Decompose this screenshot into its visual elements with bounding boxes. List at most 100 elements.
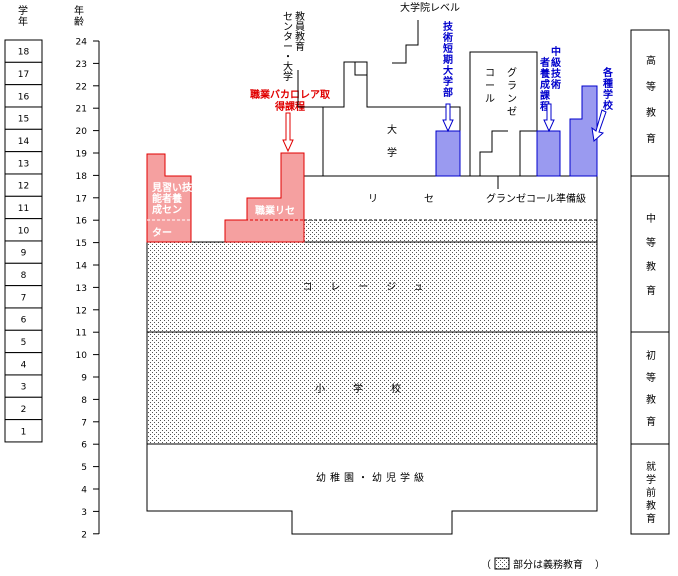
svg-text:等: 等	[646, 80, 656, 93]
grade-number: 9	[21, 249, 27, 259]
vocational-lycee-block	[224, 152, 305, 243]
svg-text:各: 各	[602, 66, 614, 79]
age-number: 7	[81, 418, 87, 428]
svg-text:者: 者	[539, 56, 550, 69]
svg-text:大: 大	[443, 64, 453, 77]
svg-text:教: 教	[646, 499, 656, 512]
grade-number: 8	[21, 271, 27, 281]
age-number: 24	[76, 38, 88, 48]
lycee-label: リセ	[368, 193, 480, 205]
svg-text:教: 教	[646, 393, 656, 406]
svg-text:級: 級	[551, 56, 561, 69]
svg-text:課: 課	[540, 89, 550, 102]
primary-block	[146, 331, 598, 445]
svg-text:短: 短	[443, 42, 453, 55]
grade-number: 12	[18, 182, 29, 192]
grandes-ecoles-inner	[479, 130, 508, 176]
svg-text:員: 員	[295, 21, 305, 33]
tech-short-univ-block	[435, 130, 461, 177]
svg-text:就: 就	[646, 460, 656, 473]
university-inner-step	[354, 62, 367, 76]
grade-number: 3	[21, 383, 27, 393]
teacher-training-label-2: センター・大学	[283, 11, 293, 83]
age-number: 9	[81, 374, 87, 384]
middle-tech-block	[536, 130, 561, 177]
university-label-1: 大	[387, 123, 397, 136]
age-number: 2	[81, 530, 87, 540]
age-number: 16	[76, 217, 88, 227]
stage-column	[630, 29, 670, 535]
svg-text:中: 中	[551, 45, 561, 58]
svg-text:ー: ー	[283, 42, 293, 53]
svg-text:等: 等	[646, 236, 656, 249]
age-number: 17	[76, 194, 87, 204]
svg-text:教: 教	[646, 260, 656, 273]
svg-text:学: 学	[443, 75, 453, 88]
age-number: 18	[76, 172, 88, 182]
svg-text:教: 教	[295, 30, 305, 43]
svg-text:・: ・	[283, 52, 293, 63]
grade-number: 18	[18, 48, 30, 58]
grade-number: 16	[18, 92, 30, 102]
legend-swatch	[494, 557, 510, 570]
legend-paren-close: ）	[595, 559, 605, 571]
svg-text:等: 等	[646, 371, 656, 384]
svg-text:育: 育	[646, 415, 656, 428]
age-number: 11	[76, 329, 87, 339]
svg-text:学: 学	[283, 70, 293, 83]
svg-text:術: 術	[442, 31, 453, 44]
legend-label: 部分は義務教育	[513, 558, 583, 571]
grade-number: 6	[21, 316, 27, 326]
grade-number: 7	[21, 293, 27, 303]
svg-text:技: 技	[551, 67, 562, 80]
misc-schools-arrow	[591, 109, 607, 142]
tech-short-univ-arrow	[442, 103, 454, 133]
age-number: 4	[81, 486, 87, 496]
svg-text:学: 学	[646, 473, 656, 486]
svg-text:前: 前	[646, 486, 656, 499]
age-number: 13	[76, 284, 87, 294]
college-label: コレージュ	[302, 282, 441, 293]
grade-box	[4, 419, 43, 443]
grade-number: 15	[18, 115, 29, 125]
age-number: 19	[76, 150, 88, 160]
primary-label: 小学校	[315, 382, 429, 395]
age-number: 14	[76, 262, 88, 272]
svg-text:程: 程	[540, 100, 550, 113]
svg-text:教: 教	[646, 106, 656, 119]
svg-text:初: 初	[646, 349, 656, 362]
age-number: 20	[76, 127, 88, 137]
grade-number: 14	[18, 137, 30, 147]
grade-header: 学年	[18, 4, 28, 28]
svg-text:コ: コ	[485, 68, 495, 79]
svg-text:教: 教	[295, 10, 305, 23]
grad-level-pointer	[392, 20, 419, 64]
svg-text:技: 技	[443, 20, 454, 33]
age-header: 年齢	[74, 4, 84, 28]
age-number: 6	[81, 441, 87, 451]
grade-number: 1	[21, 427, 27, 437]
svg-text:種: 種	[603, 77, 613, 90]
svg-text:成: 成	[540, 78, 550, 91]
svg-text:ー: ー	[485, 81, 495, 92]
legend-paren-open: （	[481, 559, 491, 571]
grade-number: 17	[18, 70, 29, 80]
grade-number: 11	[18, 204, 29, 214]
svg-text:校: 校	[603, 99, 614, 112]
apprentice-center-label: 見習い技能者養成センター	[151, 181, 193, 239]
college-block	[146, 241, 598, 333]
middle-tech-arrow	[543, 103, 555, 133]
svg-text:高: 高	[646, 54, 656, 67]
age-number: 3	[81, 508, 87, 518]
age-number: 22	[76, 82, 87, 92]
grandes-ecoles-label: グランゼ	[507, 66, 517, 118]
svg-text:ゼ: ゼ	[507, 106, 517, 118]
age-number: 8	[81, 396, 87, 406]
university-label-2: 学	[387, 146, 397, 159]
